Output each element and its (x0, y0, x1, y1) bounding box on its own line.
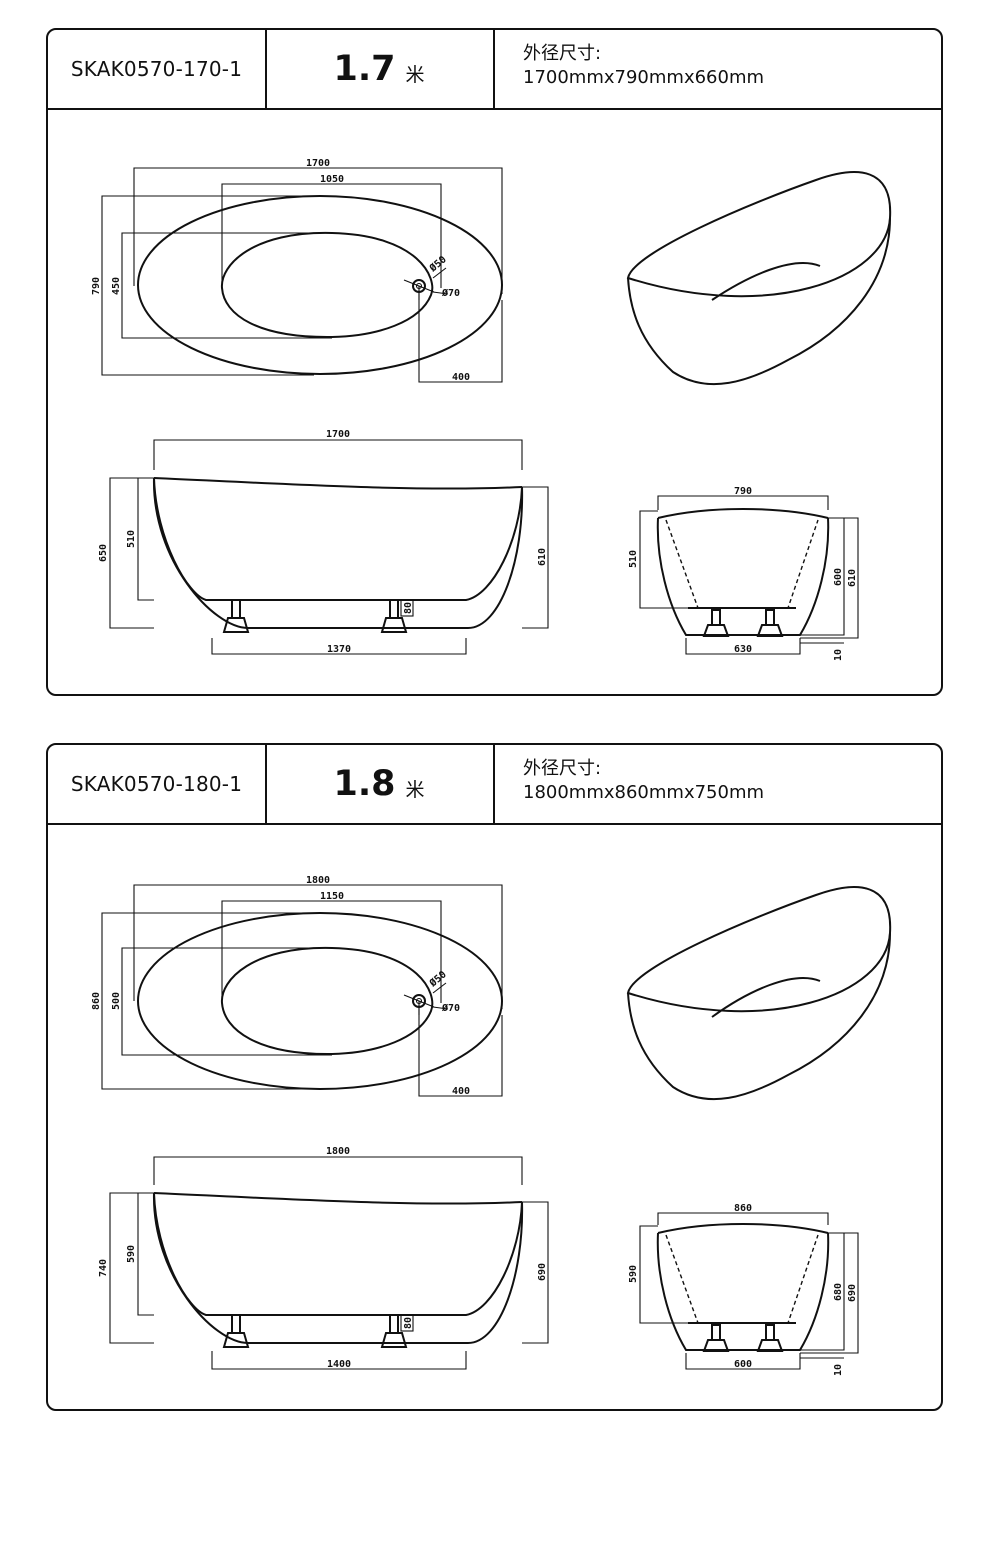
dim-gap: 10 (833, 649, 844, 661)
dim-end-height-a: 680 (833, 1283, 844, 1301)
model-number: SKAK0570-180-1 (48, 745, 267, 823)
dim-drain-b: Ø70 (441, 287, 460, 299)
dim-inner-height: 590 (126, 1245, 137, 1263)
dim-base-width: 600 (734, 1359, 752, 1370)
dim-foot: 80 (403, 602, 414, 614)
tub-foot (756, 609, 784, 637)
dim-end-width: 860 (734, 1203, 752, 1214)
outer-dimensions: 外径尺寸: 1800mmx860mmx750mm (523, 757, 764, 805)
outer-dimensions-label: 外径尺寸: (523, 43, 602, 64)
dim-base-width: 630 (734, 644, 752, 655)
end-view: 860 590 680 690 600 10 (628, 1203, 859, 1376)
bathtub-drawing: 1700 1050 790 450 Ø50 Ø70 400 (91, 158, 892, 661)
dim-drain-b: Ø70 (441, 1002, 460, 1014)
perspective-body (627, 932, 891, 1100)
dim-end-width: 790 (734, 486, 752, 497)
end-rim (657, 1223, 829, 1234)
model-number: SKAK0570-170-1 (48, 30, 267, 108)
dim-width: 790 (91, 277, 102, 295)
side-rim (153, 477, 523, 490)
dim-drain-a: Ø50 (426, 253, 448, 274)
dim-gap: 10 (833, 1364, 844, 1376)
perspective-inner (711, 262, 821, 301)
end-outer (656, 1232, 830, 1351)
top-view: 1800 1150 860 500 Ø50 Ø70 400 (91, 875, 503, 1097)
size-unit: 米 (405, 63, 425, 86)
dim-inner-length: 1050 (320, 174, 344, 185)
dim-foot: 80 (403, 1317, 414, 1329)
tub-outer-outline (137, 195, 503, 375)
perspective-body (627, 217, 891, 385)
spec-card-1700: SKAK0570-170-1 1.7 米 外径尺寸: 1700mmx790mmx… (46, 28, 943, 696)
dim-end-height-a: 600 (833, 568, 844, 586)
side-rim (153, 1192, 523, 1205)
dim-end-height-b: 690 (847, 1284, 858, 1302)
end-inner-dashed (665, 1234, 819, 1324)
dim-drain-a: Ø50 (426, 968, 448, 989)
dim-end-inner-height: 510 (628, 550, 639, 568)
dim-length: 1800 (306, 875, 330, 886)
dim-offset: 400 (452, 1086, 470, 1097)
tub-foot (222, 1314, 250, 1348)
dim-inner-width: 450 (111, 277, 122, 295)
top-view: 1700 1050 790 450 Ø50 Ø70 400 (91, 158, 503, 383)
end-outer (656, 517, 830, 636)
side-inner (153, 477, 523, 601)
tub-outer-outline (137, 912, 503, 1090)
dim-side-length: 1700 (326, 429, 350, 440)
perspective-view (626, 886, 892, 1100)
end-rim (657, 508, 829, 519)
dim-offset: 400 (452, 372, 470, 383)
size-label: 1.8 米 (265, 745, 495, 823)
dim-width: 860 (91, 992, 102, 1010)
size-label: 1.7 米 (265, 30, 495, 108)
dim-height-left: 740 (98, 1259, 109, 1277)
end-view: 790 510 600 610 630 10 (628, 486, 859, 661)
outer-dimensions-value: 1800mmx860mmx750mm (523, 782, 765, 803)
dim-feet-span: 1370 (327, 644, 351, 655)
dim-height-left: 650 (98, 544, 109, 562)
end-inner-dashed (665, 519, 819, 609)
side-inner (153, 1192, 523, 1316)
dim-side-length: 1800 (326, 1146, 350, 1157)
size-unit: 米 (405, 778, 425, 801)
tub-foot (380, 1314, 414, 1348)
dim-height-right: 690 (537, 1263, 548, 1281)
spec-card-1800: SKAK0570-180-1 1.8 米 外径尺寸: 1800mmx860mmx… (46, 743, 943, 1411)
outer-dimensions-value: 1700mmx790mmx660mm (523, 67, 765, 88)
perspective-view (626, 171, 892, 385)
size-number: 1.7 (333, 49, 396, 89)
perspective-rim (626, 886, 892, 1013)
spec-header: SKAK0570-170-1 1.7 米 外径尺寸: 1700mmx790mmx… (48, 30, 941, 110)
tub-foot (380, 599, 414, 633)
tub-inner-outline (220, 946, 434, 1056)
side-outer (152, 1192, 524, 1344)
spec-header: SKAK0570-180-1 1.8 米 外径尺寸: 1800mmx860mmx… (48, 745, 941, 825)
tub-foot (702, 1324, 730, 1352)
dim-length: 1700 (306, 158, 330, 169)
tub-foot (222, 599, 250, 633)
tub-foot (702, 609, 730, 637)
perspective-rim (626, 171, 892, 298)
dim-inner-height: 510 (126, 530, 137, 548)
outer-dimensions: 外径尺寸: 1700mmx790mmx660mm (523, 42, 764, 90)
dim-height-right: 610 (537, 548, 548, 566)
tub-inner-outline (220, 231, 434, 339)
dim-inner-width: 500 (111, 992, 122, 1010)
dim-end-height-b: 610 (847, 569, 858, 587)
side-outer (152, 477, 524, 629)
dim-end-inner-height: 590 (628, 1265, 639, 1283)
bathtub-drawing: 1800 1150 860 500 Ø50 Ø70 400 (91, 875, 892, 1376)
side-view: 1800 740 590 690 80 1400 (98, 1146, 549, 1370)
outer-dimensions-label: 外径尺寸: (523, 758, 602, 779)
side-view: 1700 650 510 610 80 1370 (98, 429, 549, 655)
dim-inner-length: 1150 (320, 891, 344, 902)
tub-foot (756, 1324, 784, 1352)
size-number: 1.8 (333, 764, 396, 804)
perspective-inner (711, 977, 821, 1018)
dim-feet-span: 1400 (327, 1359, 351, 1370)
